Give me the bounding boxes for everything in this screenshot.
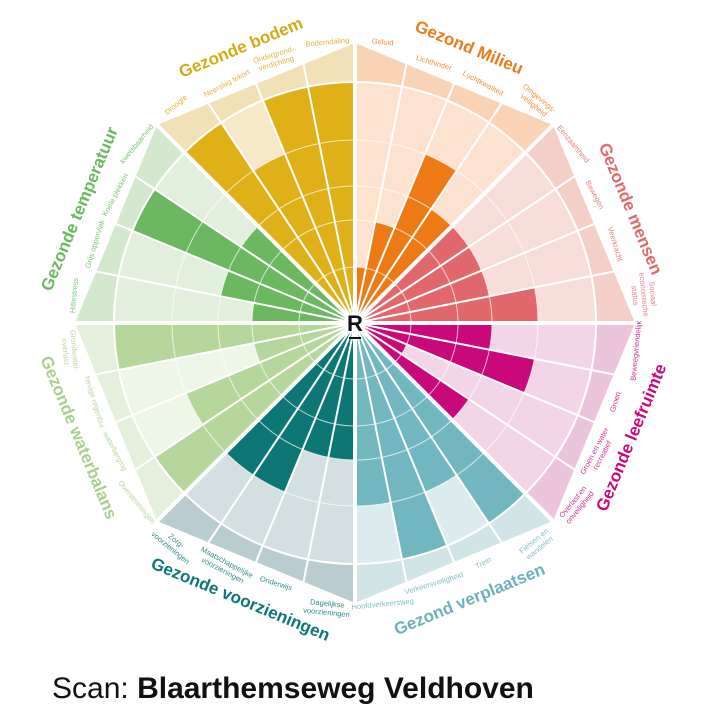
sector-title: Gezond Milieu (412, 17, 526, 79)
item-label: Sociaaleconomischestatus (628, 271, 659, 318)
item-label: Lichthinder (415, 53, 453, 72)
item-label: Groen (608, 391, 623, 414)
center-badge (344, 312, 366, 334)
sector-divider (154, 321, 357, 524)
item-divider (354, 322, 503, 544)
item-divider (302, 322, 356, 583)
item-divider (354, 322, 456, 564)
item-label: Bewegen (583, 179, 606, 211)
item-label: Trein (474, 555, 493, 571)
bar-eenzaamheid (355, 226, 469, 323)
item-divider (134, 175, 356, 324)
item-divider (354, 102, 503, 324)
item-divider (254, 322, 356, 564)
sector-divider (353, 321, 556, 524)
bar-trein (355, 323, 457, 493)
scan-title: Scan: Blaarthemseweg Veldhoven (52, 672, 534, 706)
sector-divider (154, 122, 357, 325)
item-divider (95, 322, 356, 376)
item-divider (354, 222, 596, 324)
bar-bewegen (355, 246, 482, 323)
center-logo: R (347, 311, 363, 336)
item-divider (114, 322, 356, 424)
center-logo-underline (349, 337, 361, 339)
bar-ondergrond-verdichting (262, 86, 355, 324)
item-divider (95, 270, 356, 324)
sector-divider (353, 122, 556, 325)
item-divider (134, 322, 356, 471)
bar-droogte (184, 122, 355, 324)
scan-prefix: Scan: (52, 672, 129, 705)
bar-verkeersveiligheid (355, 323, 448, 560)
item-divider (354, 322, 576, 471)
bar-zorg-voorzieningen (225, 323, 355, 476)
item-label: Grondwater-overlast (59, 329, 81, 373)
item-label: Veerkracht (606, 226, 625, 264)
item-label: Droogte (163, 93, 189, 117)
bar-maatschappelijkevoorzieningen (253, 323, 355, 493)
item-divider (207, 322, 356, 544)
bar-neerslag-tekort (253, 153, 355, 323)
bar-overstromingen (154, 323, 355, 494)
item-label: Bodemdaling (305, 35, 349, 48)
bar-omgevings-veiligheid (355, 209, 452, 323)
bar-waterberging (185, 323, 355, 425)
scan-location: Blaarthemseweg Veldhoven (137, 672, 534, 705)
item-divider (354, 63, 408, 324)
item-divider (354, 175, 576, 324)
bar-fietsen-enwandelen (355, 323, 526, 524)
item-divider (302, 63, 356, 324)
item-divider (254, 82, 356, 324)
item-divider (354, 322, 596, 424)
bar-kwetsbaarheid (241, 226, 355, 323)
item-divider (354, 322, 408, 583)
item-divider (354, 82, 456, 324)
item-divider (354, 322, 615, 376)
item-label: Hittestress (68, 277, 80, 313)
bar-luchtkwaliteit (355, 153, 457, 323)
item-divider (114, 222, 356, 324)
item-label: Geluid (371, 36, 393, 47)
bar-koele-plekken (132, 189, 355, 323)
item-label: Onderwijs (259, 574, 294, 592)
item-divider (207, 102, 356, 324)
bar-overlast-enonveiligheid (355, 323, 469, 420)
item-label: Dagelijksevoorzieningen (303, 597, 351, 619)
item-divider (354, 270, 615, 324)
